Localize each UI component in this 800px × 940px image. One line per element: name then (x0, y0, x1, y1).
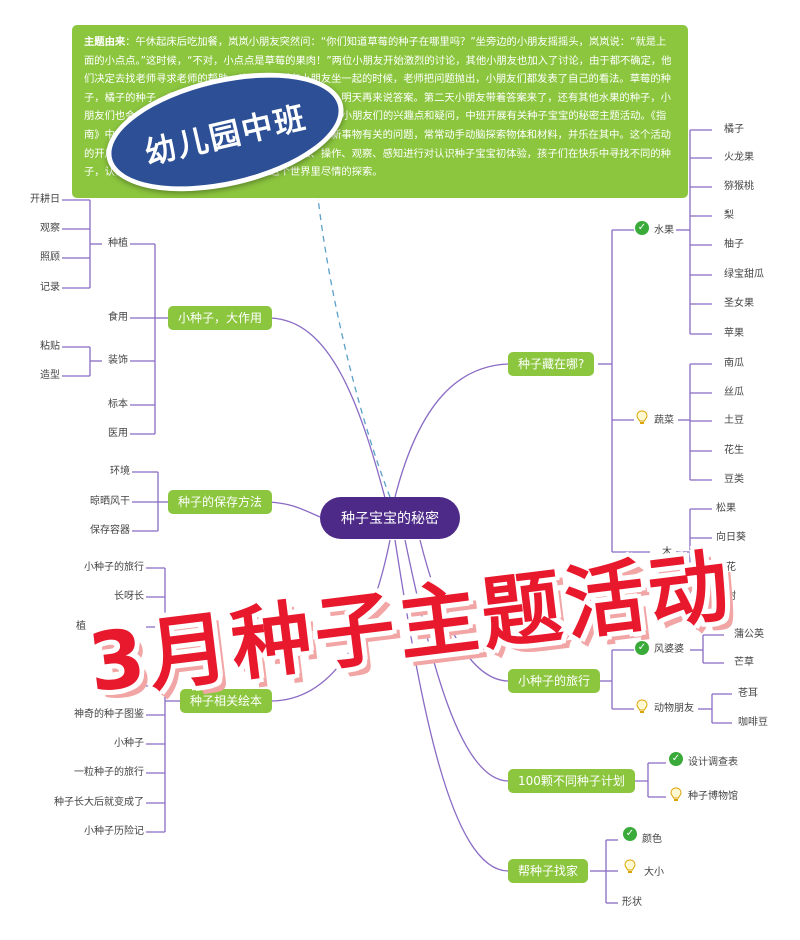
leaf-wood-item[interactable]: 松果 (716, 503, 736, 514)
leaf-animal-item[interactable]: 咖啡豆 (738, 717, 768, 728)
leaf-book[interactable]: 长呀长 (114, 591, 144, 602)
leaf-planting-item[interactable]: 观察 (40, 223, 60, 234)
badge-label: 幼儿园中班 (141, 99, 311, 172)
leaf-book[interactable]: 小种子的旅行 (84, 562, 144, 573)
lightbulb-icon (636, 410, 648, 424)
leaf-veg-item[interactable]: 花生 (724, 445, 744, 456)
leaf-decorate-item[interactable]: 造型 (40, 370, 60, 381)
center-node[interactable]: 种子宝宝的秘密 (320, 497, 460, 539)
branch-plan[interactable]: 100颗不同种子计划 (508, 769, 635, 793)
leaf-fruit-item[interactable]: 苹果 (724, 328, 744, 339)
leaf-medical[interactable]: 医用 (108, 428, 128, 439)
intro-heading: 主题由来 (84, 36, 126, 48)
branch-picture-books[interactable]: 种子相关绘本 (180, 689, 273, 713)
leaf-animal[interactable]: 动物朋友 (654, 703, 694, 714)
lightbulb-icon (670, 787, 682, 801)
leaf-wood[interactable]: 木 (662, 547, 672, 558)
leaf-wood-item[interactable]: 杨树 (716, 591, 736, 602)
leaf-decorate[interactable]: 装饰 (108, 355, 128, 366)
leaf-book[interactable]: 种子长大后就变成了 (54, 797, 144, 808)
leaf-storage-item[interactable]: 晾晒风干 (90, 496, 130, 507)
leaf-veg-item[interactable]: 豆类 (724, 474, 744, 485)
leaf-fruit-item[interactable]: 橘子 (724, 124, 744, 135)
leaf-wood-item[interactable]: 莲花 (716, 562, 736, 573)
leaf-book[interactable]: 一粒种子的旅行 (74, 767, 144, 778)
leaf-planting-item[interactable]: 记录 (40, 282, 60, 293)
leaf-plan-item[interactable]: 设计调查表 (688, 757, 738, 768)
leaf-fruit-item[interactable]: 火龙果 (724, 152, 754, 163)
leaf-fruit-item[interactable]: 绿宝甜瓜 (724, 269, 764, 280)
leaf-decorate-item[interactable]: 粘贴 (40, 341, 60, 352)
leaf-book[interactable]: 小种子 (114, 738, 144, 749)
leaf-veg-item[interactable]: 土豆 (724, 415, 744, 426)
leaf-wind-item[interactable]: 蒲公英 (734, 629, 764, 640)
leaf-wood-item[interactable]: 向日葵 (716, 532, 746, 543)
leaf-plan-item[interactable]: 种子博物馆 (688, 791, 738, 802)
leaf-help-item[interactable]: 形状 (622, 897, 642, 908)
lightbulb-icon (624, 859, 636, 873)
leaf-specimen[interactable]: 标本 (108, 399, 128, 410)
leaf-fruit-item[interactable]: 柚子 (724, 239, 744, 250)
leaf-help-item[interactable]: 颜色 (642, 834, 662, 845)
check-icon: ✓ (669, 752, 683, 766)
branch-where[interactable]: 种子藏在哪? (508, 352, 595, 376)
intro-text: ：午休起床后吃加餐，岚岚小朋友突然问：“你们知道草莓的种子在哪里吗？”坐旁边的小… (84, 36, 672, 179)
leaf-fruit-item[interactable]: 梨 (724, 210, 734, 221)
leaf-storage-item[interactable]: 保存容器 (90, 525, 130, 536)
leaf-planting[interactable]: 种植 (108, 238, 128, 249)
leaf-book[interactable]: 植 (76, 621, 86, 632)
leaf-planting-item[interactable]: 开耕日 (30, 194, 60, 205)
branch-small-seed-big-use[interactable]: 小种子，大作用 (168, 306, 273, 330)
check-icon: ✓ (635, 641, 649, 655)
leaf-wind[interactable]: 风婆婆 (654, 644, 684, 655)
leaf-book[interactable]: 神奇的种子图鉴 (74, 709, 144, 720)
leaf-help-item[interactable]: 大小 (644, 867, 664, 878)
leaf-veg-item[interactable]: 丝瓜 (724, 387, 744, 398)
branch-travel[interactable]: 小种子的旅行 (508, 669, 601, 693)
leaf-veg[interactable]: 蔬菜 (654, 415, 674, 426)
leaf-veg-item[interactable]: 南瓜 (724, 358, 744, 369)
check-icon: ✓ (635, 221, 649, 235)
leaf-eating[interactable]: 食用 (108, 312, 128, 323)
lightbulb-icon (636, 699, 648, 713)
leaf-storage-item[interactable]: 环境 (110, 466, 130, 477)
branch-help[interactable]: 帮种子找家 (508, 859, 589, 883)
leaf-book[interactable]: 小种子历险记 (84, 826, 144, 837)
leaf-fruit-item[interactable]: 圣女果 (724, 298, 754, 309)
leaf-fruit[interactable]: 水果 (654, 225, 674, 236)
branch-storage[interactable]: 种子的保存方法 (168, 490, 273, 514)
leaf-wind-item[interactable]: 芒草 (734, 657, 754, 668)
leaf-book[interactable]: 花种子 (114, 680, 144, 691)
leaf-animal-item[interactable]: 苍耳 (738, 688, 758, 699)
leaf-planting-item[interactable]: 照顾 (40, 252, 60, 263)
check-icon: ✓ (623, 827, 637, 841)
leaf-fruit-item[interactable]: 猕猴桃 (724, 181, 754, 192)
